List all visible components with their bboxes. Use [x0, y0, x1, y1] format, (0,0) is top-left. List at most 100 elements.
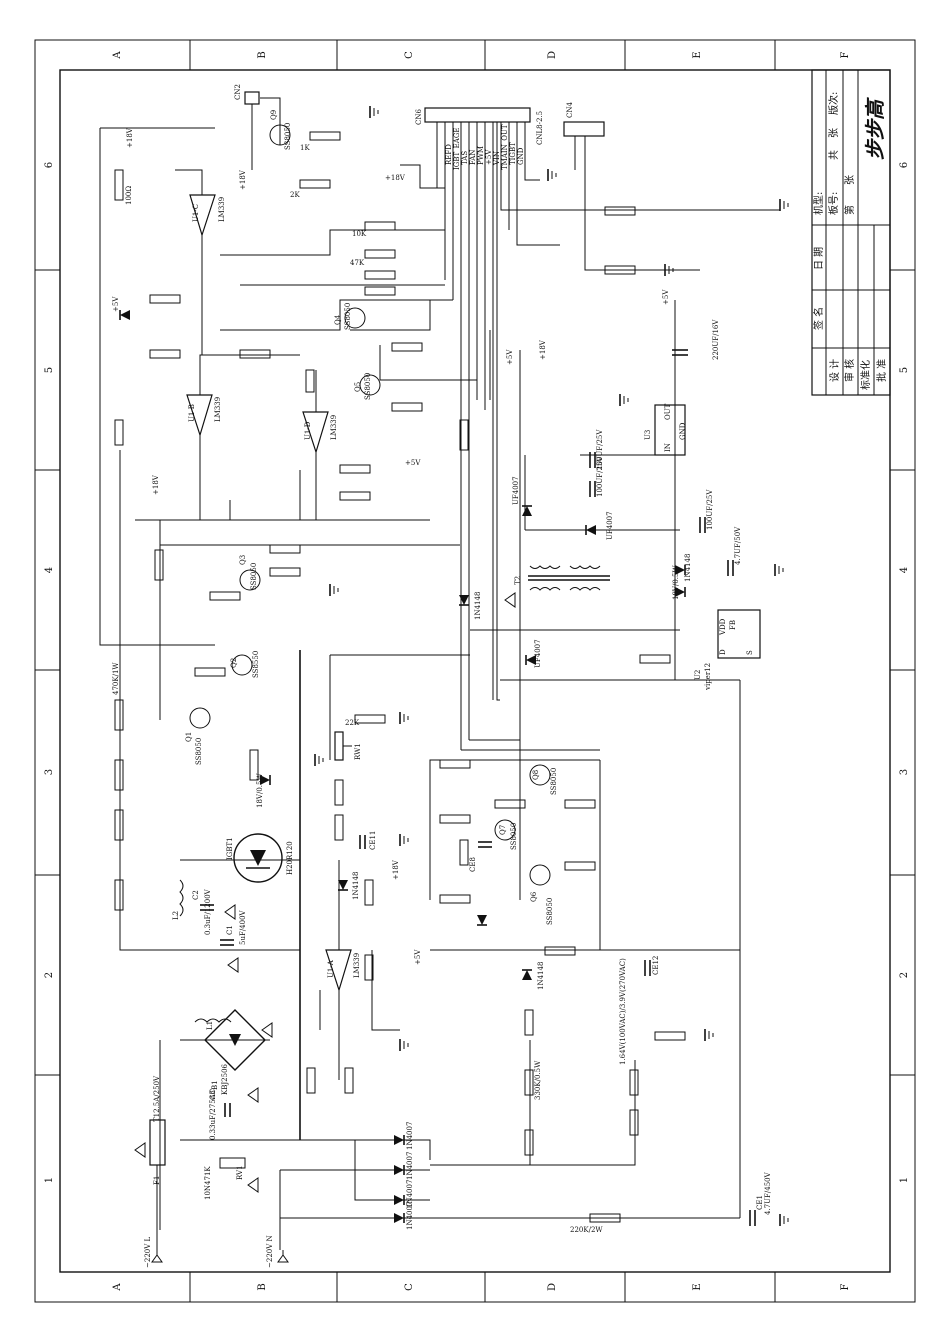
- transistor-q5: Q5 SS8050: [354, 373, 381, 400]
- svg-text:5uF/400V: 5uF/400V: [239, 909, 247, 945]
- svg-text:L2: L2: [172, 911, 180, 920]
- zone-number-right-1: 1: [899, 1177, 910, 1183]
- diodes-d1-d4: 1N4007 1N4007 1N4007 1N4007: [394, 1122, 414, 1230]
- svg-text:1N4007: 1N4007: [406, 1152, 414, 1180]
- svg-text:U1-C: U1-C: [192, 204, 200, 222]
- svg-text:1N4148: 1N4148: [684, 554, 692, 582]
- cn6-pin-10: GND: [517, 147, 525, 165]
- cn4-ref: CN4: [566, 102, 574, 118]
- svg-text:220UF/16V: 220UF/16V: [712, 319, 720, 360]
- svg-text:LM339: LM339: [218, 197, 226, 222]
- svg-text:C1: C1: [226, 925, 234, 935]
- comparator-u1b: U1-B LM339: [186, 394, 222, 438]
- svg-text:100UF/25V: 100UF/25V: [596, 456, 604, 497]
- svg-text:IGBT1: IGBT1: [226, 837, 234, 860]
- svg-text:KBJ2506: KBJ2506: [221, 1063, 229, 1095]
- zone-number-left-4: 4: [44, 567, 55, 573]
- svg-text:VDD: VDD: [719, 618, 727, 636]
- title-model: 机型:: [812, 192, 825, 215]
- regulator-u3: U3 IN GND OUT: [644, 403, 687, 456]
- svg-text:4.7UF/450V: 4.7UF/450V: [764, 1171, 772, 1215]
- zone-number-left-5: 5: [44, 367, 55, 373]
- cn6-pin-8: TMAIN_OUT: [501, 124, 509, 170]
- svg-text:B1: B1: [211, 1080, 219, 1090]
- title-date: 日 期: [813, 247, 825, 270]
- ground-symbols: [314, 106, 789, 1226]
- svg-text:Q7: Q7: [499, 825, 507, 835]
- misc-caps: CE11 CE12 CE8: [359, 831, 660, 976]
- svg-text:RW1: RW1: [354, 743, 362, 760]
- svg-text:1N4007: 1N4007: [406, 1202, 414, 1230]
- zone-ticks: [35, 40, 915, 1302]
- terminal-live: ~220V L: [144, 1165, 163, 1268]
- zone-letter-bottom-e: E: [692, 1283, 703, 1290]
- zone-letter-bottom-b: B: [257, 1283, 268, 1290]
- svg-text:SS8050: SS8050: [510, 823, 518, 850]
- svg-text:22K: 22K: [345, 719, 360, 727]
- igbt-h20r120: IGBT1 H20R120: [226, 833, 294, 883]
- cn6-ref: CN6: [415, 109, 423, 125]
- title-total: 共: [828, 150, 840, 160]
- svg-text:Q4: Q4: [334, 314, 342, 325]
- comparator-u1d: U1-D LM339: [302, 411, 338, 455]
- svg-text:U1-D: U1-D: [304, 421, 312, 440]
- comparator-u1c: U1-C LM339: [189, 194, 226, 238]
- svg-text:IN: IN: [664, 443, 672, 452]
- rail-18v-1: +18V: [126, 127, 134, 148]
- comparator-u1a: U1-A LM339: [325, 949, 361, 993]
- zone-number-left-3: 3: [44, 769, 55, 775]
- connector-cn2: CN2: [234, 84, 281, 170]
- zone-number-right-3: 3: [899, 769, 910, 775]
- rail-labels: +18V +18V +18V +18V +18V +18V +5V +5V +5…: [112, 127, 670, 965]
- title-sign: 签 名: [812, 307, 825, 330]
- svg-text:~220V N: ~220V N: [266, 1235, 274, 1268]
- transformer-t2: T2: [514, 565, 610, 591]
- svg-text:10K: 10K: [352, 230, 367, 238]
- svg-text:SS8050: SS8050: [546, 898, 554, 925]
- zone-number-right-5: 5: [899, 367, 910, 373]
- svg-text:UF4007: UF4007: [606, 511, 614, 540]
- outer-border: [34, 39, 916, 1303]
- terminal-neutral: ~220V N: [266, 1235, 289, 1268]
- svg-text:CE1: CE1: [756, 1195, 764, 1210]
- rail-18v-3: +18V: [385, 174, 406, 182]
- svg-text:OUT: OUT: [664, 403, 672, 420]
- transistor-q8: Q8 SS8050: [529, 764, 558, 795]
- transistor-q6: Q6 SS8050: [529, 864, 554, 925]
- transistor-q3: Q3 SS8050: [239, 555, 261, 591]
- svg-text:100Ω: 100Ω: [125, 186, 133, 205]
- svg-text:SS8050: SS8050: [550, 768, 558, 795]
- svg-text:~220V L: ~220V L: [144, 1236, 152, 1268]
- title-approve: 批 准: [875, 359, 888, 382]
- transistor-q2: Q2 SS8550: [230, 651, 260, 678]
- signal-lines: [220, 164, 600, 751]
- svg-text:CE8: CE8: [469, 857, 477, 872]
- svg-text:1N4007: 1N4007: [406, 1180, 414, 1208]
- svg-text:SS8050: SS8050: [250, 563, 258, 590]
- svg-text:Q9: Q9: [270, 110, 278, 120]
- rail-18v-6: +18V: [392, 859, 400, 880]
- svg-text:U1-B: U1-B: [188, 404, 196, 422]
- zone-number-right-2: 2: [899, 972, 910, 978]
- svg-text:viper12: viper12: [704, 663, 712, 691]
- zone-letter-bottom-a: A: [112, 1283, 123, 1292]
- ic-u2-viper12: FB VDD D S U2 viper12: [694, 609, 761, 691]
- transistor-q1: Q1 SS8050: [185, 707, 211, 765]
- svg-text:D: D: [719, 649, 727, 655]
- rail-5v-4: +5V: [405, 459, 421, 467]
- rail-18v-2: +18V: [239, 169, 247, 190]
- svg-text:UF4007: UF4007: [534, 639, 542, 668]
- zone-letter-top-f: F: [840, 51, 851, 58]
- zone-number-left-6: 6: [44, 162, 55, 168]
- svg-text:1N4007: 1N4007: [406, 1122, 414, 1150]
- title-standard: 标准化: [859, 360, 872, 390]
- cap-c2: C2 0.3uF/1200V: [192, 888, 214, 935]
- choke-l1: L1: [194, 1018, 232, 1030]
- zone-number-left-1: 1: [44, 1177, 55, 1183]
- cn6-pin-2: IGBT_EAGE: [453, 127, 461, 170]
- title-design: 设 计: [828, 359, 841, 382]
- svg-text:SS8050: SS8050: [284, 123, 292, 150]
- svg-text:T12.5A/250V: T12.5A/250V: [153, 1075, 161, 1122]
- svg-text:100UF/25V: 100UF/25V: [706, 489, 714, 530]
- svg-text:CE11: CE11: [369, 831, 377, 850]
